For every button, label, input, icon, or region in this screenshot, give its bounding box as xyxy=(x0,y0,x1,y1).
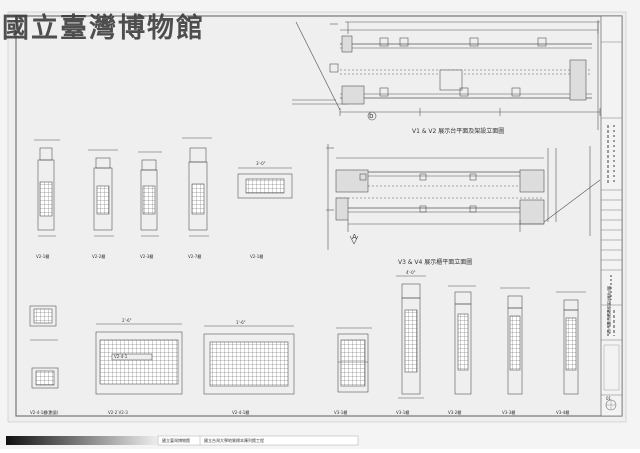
cabinet-label: V2-7櫃 xyxy=(188,254,202,259)
legend-text: V2-4-1 xyxy=(114,354,128,359)
footer-description: 國立台灣大學地質標本陳列館工程 xyxy=(204,438,264,443)
cabinet-label: V3-1櫃 xyxy=(334,410,348,415)
cabinet-label: V2-3櫃 xyxy=(140,254,154,259)
middle-drawing-title: V3 & V4 展示櫃平面立面圖 xyxy=(398,259,473,266)
cabinet-label: V3-2櫃 xyxy=(448,410,462,415)
cabinet-label: V2-2 V2-3 xyxy=(108,410,128,415)
dim-label: 1'-6" xyxy=(236,320,246,325)
dim-label: 3'-0" xyxy=(256,161,266,166)
plan-view-middle xyxy=(326,144,601,250)
cabinet-label: V3-4櫃 xyxy=(556,410,570,415)
dim-label: 4'-0" xyxy=(406,270,416,275)
plan-view-top xyxy=(292,20,601,130)
footer-code: 國立臺灣博物館 xyxy=(162,438,190,443)
title-block-sheet-no: 01 xyxy=(606,396,612,401)
dim-label: 2'-6" xyxy=(122,318,132,323)
cabinet-label: V3-1櫃 xyxy=(396,410,410,415)
cabinet-elevations-row2 xyxy=(29,275,586,399)
museum-watermark: 國立臺灣博物館 xyxy=(2,13,205,44)
title-block xyxy=(600,15,623,417)
title-block-project: 國立臺灣博物館展示櫃工程 xyxy=(607,286,612,334)
cabinet-label: V2-1櫃 xyxy=(36,254,50,259)
cabinet-label: V3-3櫃 xyxy=(502,410,516,415)
section-marker-b: b xyxy=(369,112,374,120)
section-marker-a: A xyxy=(352,233,357,241)
cabinet-label: V2-4-1櫃(數量) xyxy=(30,410,59,415)
cabinet-label: V2-2櫃 xyxy=(92,254,106,259)
footer-scale-bar xyxy=(6,435,359,446)
cabinet-label: V2-4-1櫃 xyxy=(232,410,250,415)
top-drawing-title: V1 & V2 展示台平面及架設立面圖 xyxy=(412,128,505,135)
cabinet-elevations-row1 xyxy=(34,137,293,237)
cabinet-label: V2-1櫃 xyxy=(250,254,264,259)
